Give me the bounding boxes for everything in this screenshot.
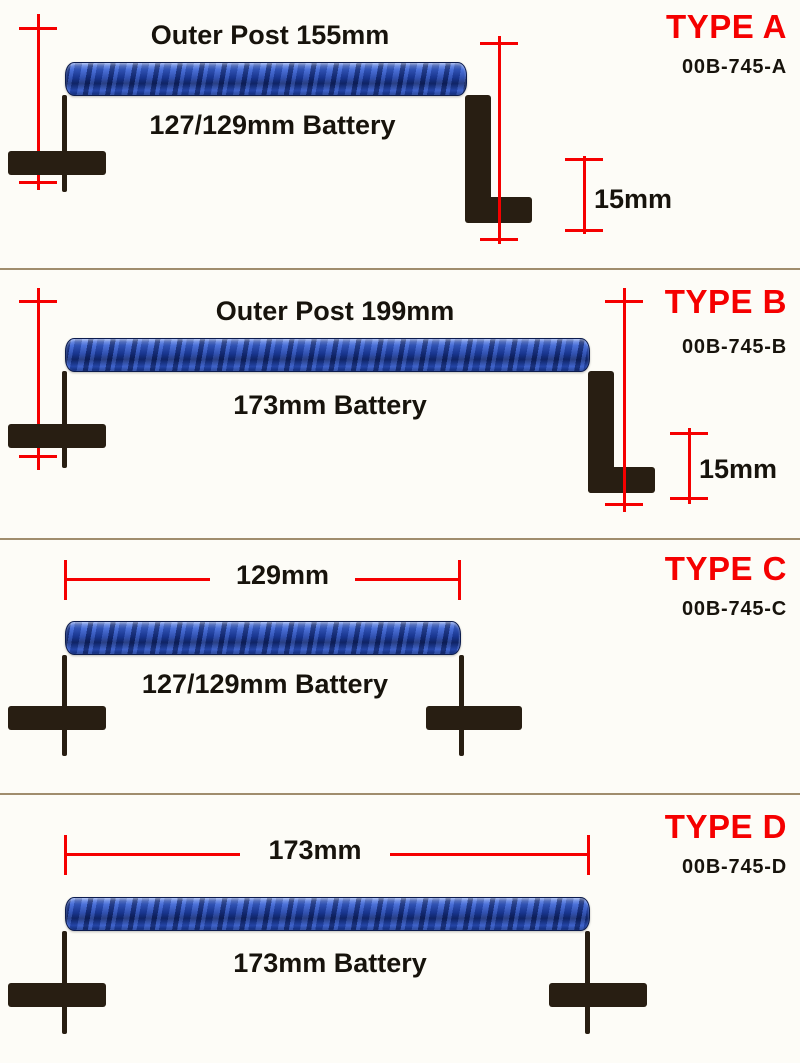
dimension-line-left-b xyxy=(37,288,40,470)
type-label-d: TYPE D xyxy=(664,808,787,845)
outer-post-label-a: Outer Post 155mm xyxy=(150,20,390,50)
clamp-crossbar-left-c xyxy=(8,706,106,730)
section-divider xyxy=(0,538,800,540)
battery-size-label-d: 173mm Battery xyxy=(233,948,427,978)
offset-label-b: 15mm xyxy=(699,454,778,484)
part-number-d: 00B-745-D xyxy=(681,856,787,878)
hook-foot-b xyxy=(588,467,655,493)
dimension-tick-a xyxy=(480,42,518,45)
dimension-tick-b xyxy=(670,497,708,500)
clamp-stem-left-d xyxy=(62,931,67,1034)
dimension-tick-b xyxy=(605,300,643,303)
battery-clamp-bar-c xyxy=(65,621,461,655)
width-dimension-label-c: 129mm xyxy=(210,560,355,591)
section-divider xyxy=(0,268,800,270)
outer-post-label-b: Outer Post 199mm xyxy=(215,296,455,326)
clamp-stem-left-c xyxy=(62,655,67,756)
hold-down-hook-a xyxy=(465,95,491,209)
dimension-tick-b xyxy=(605,503,643,506)
clamp-crossbar-right-c xyxy=(426,706,522,730)
offset-label-a: 15mm xyxy=(594,184,673,214)
dimension-tick-a xyxy=(480,238,518,241)
clamp-crossbar-left-a xyxy=(8,151,106,175)
dimension-tick-a xyxy=(565,158,603,161)
dimension-line-right-a xyxy=(498,36,501,244)
battery-size-label-a: 127/129mm Battery xyxy=(149,110,396,140)
battery-clamp-bar-b xyxy=(65,338,590,372)
dimension-tick-b xyxy=(19,455,57,458)
dimension-tick-a xyxy=(19,27,57,30)
dimension-tick-c xyxy=(458,560,461,600)
dimension-tick-d xyxy=(64,835,67,875)
offset-dimension-line-a xyxy=(583,156,586,234)
dimension-tick-a xyxy=(19,181,57,184)
dimension-tick-d xyxy=(587,835,590,875)
type-label-c: TYPE C xyxy=(664,550,787,587)
part-number-c: 00B-745-C xyxy=(681,598,787,620)
width-dimension-label-d: 173mm xyxy=(240,835,390,866)
clamp-crossbar-right-d xyxy=(549,983,647,1007)
offset-dimension-line-b xyxy=(688,428,691,504)
section-divider xyxy=(0,793,800,795)
battery-clamp-bar-d xyxy=(65,897,590,931)
clamp-stem-right-c xyxy=(459,655,464,756)
dimension-tick-b xyxy=(19,300,57,303)
clamp-stem-right-d xyxy=(585,931,590,1034)
type-label-b: TYPE B xyxy=(664,283,787,320)
dimension-line-left-a xyxy=(37,14,40,190)
battery-size-label-b: 173mm Battery xyxy=(233,390,427,420)
battery-size-label-c: 127/129mm Battery xyxy=(141,669,389,699)
clamp-crossbar-left-b xyxy=(8,424,106,448)
dimension-tick-b xyxy=(670,432,708,435)
clamp-stem-left-b xyxy=(62,371,67,468)
battery-clamp-bar-a xyxy=(65,62,467,96)
clamp-crossbar-left-d xyxy=(8,983,106,1007)
dimension-tick-a xyxy=(565,229,603,232)
dimension-line-right-b xyxy=(623,288,626,512)
type-label-a: TYPE A xyxy=(666,8,787,45)
dimension-tick-c xyxy=(64,560,67,600)
part-number-b: 00B-745-B xyxy=(681,336,787,358)
part-number-a: 00B-745-A xyxy=(681,56,787,78)
clamp-stem-left-a xyxy=(62,95,67,192)
